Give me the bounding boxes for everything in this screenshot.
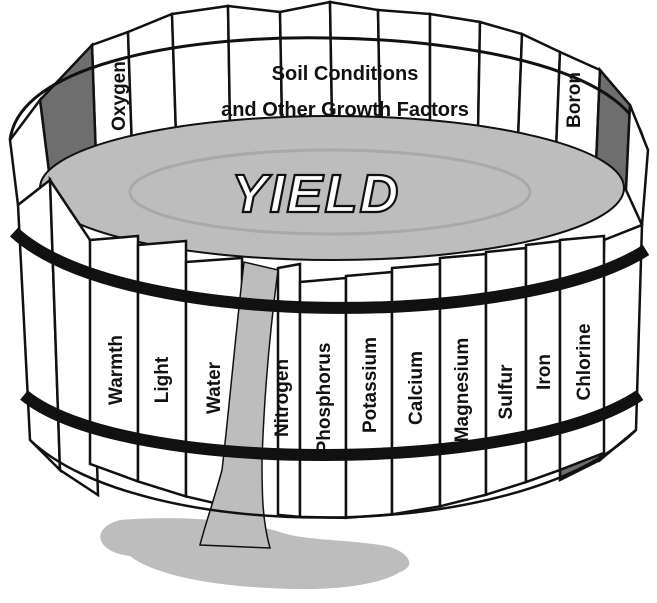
stave-label-light: Light [152,356,173,403]
water-puddle [100,518,410,590]
hoop-top [9,227,650,314]
stave-label-water: Water [204,361,225,414]
front-stave [558,234,606,472]
top-label-line-1: Soil Conditions [272,63,419,85]
barrel-bottom [29,429,637,519]
stave-label-iron: Iron [534,354,555,390]
yield-label: YIELD [231,164,400,224]
stave-label-boron: Boron [564,72,585,128]
top-label: Soil Conditions and Other Growth Factors [221,63,469,121]
stave-label-phosphorus: Phosphorus [314,343,335,454]
hoop-bottom [20,390,644,461]
stave-label-warmth: Warmth [106,335,127,405]
stave-label-oxygen: Oxygen [109,61,130,131]
top-label-line-2: and Other Growth Factors [221,99,469,121]
stave-label-potassium: Potassium [360,337,381,433]
back-staves [38,0,632,193]
front-staves: Warmth Light Water Nitrogen Phosphorus Potass… [88,234,606,520]
stave-label-chlorine: Chlorine [574,323,595,400]
barrel-rim-outer [8,36,647,151]
stave-label-sulfur: Sulfur [496,364,517,419]
water-spill-stream [199,261,279,549]
stave-label-calcium: Calcium [406,351,427,425]
stave-label-nitrogen: Nitrogen [272,359,293,437]
stave-label-magnesium: Magnesium [452,338,473,443]
